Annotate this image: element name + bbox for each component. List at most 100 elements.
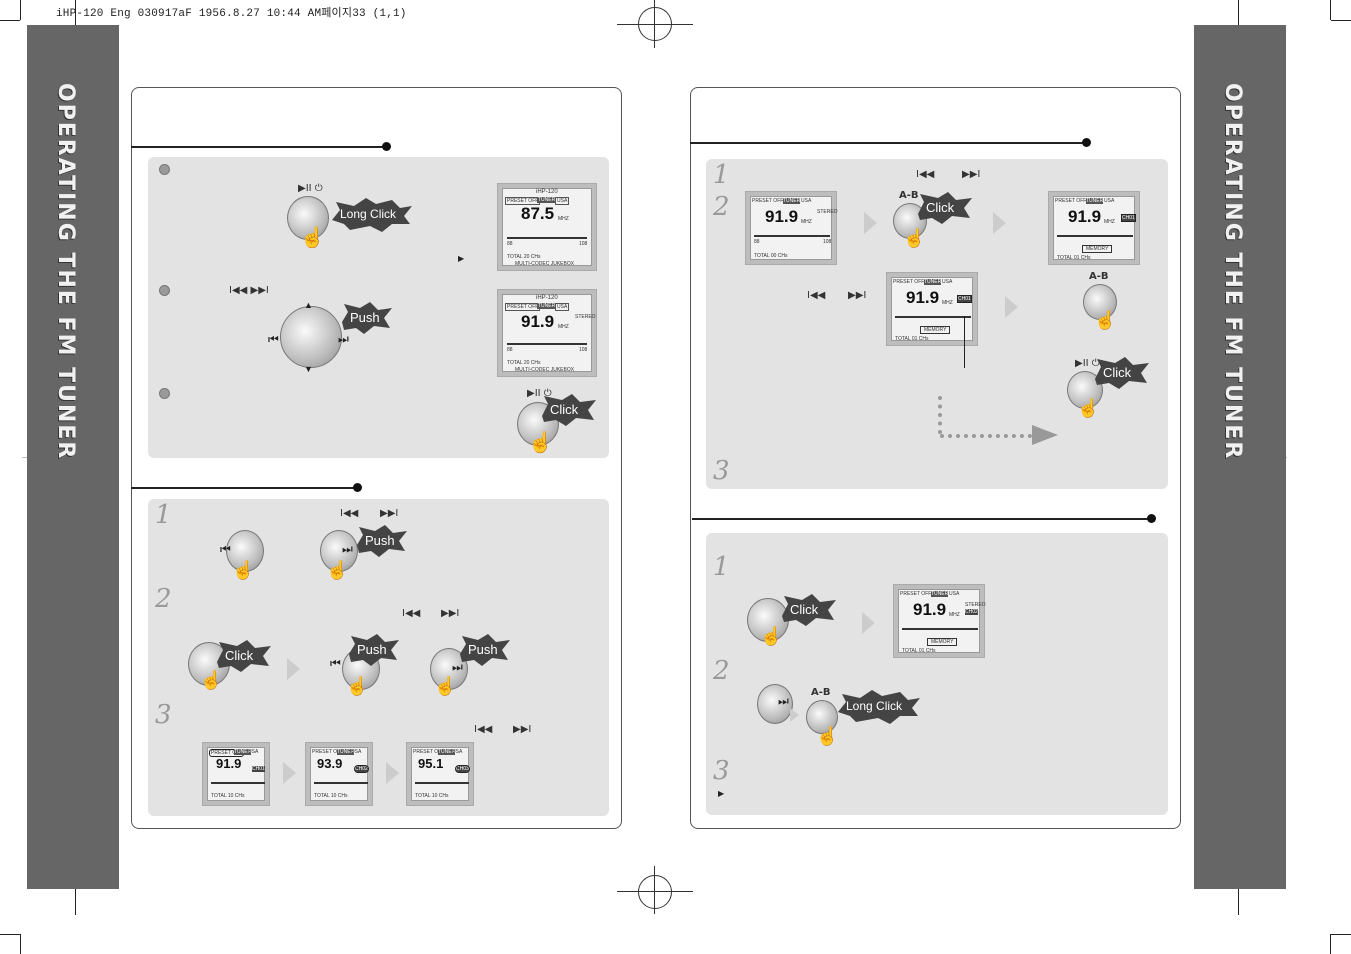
crop-mark [75,0,76,25]
ab-button-label: A-B [899,190,919,201]
lcd-screen: PRESET OFF TUNER USA 91.9 MHZ CH01 MEMOR… [886,272,978,346]
section-rule [690,142,1086,144]
step-arrow [864,212,877,234]
left-side-tab: OPERATING THE FM TUNER [27,25,119,889]
prev-button-label: I◀◀ [340,508,359,519]
play-power-button-label: ▶II ⏻ [298,183,323,194]
registration-mark [638,875,672,909]
long-click-burst: Long Click [836,690,920,724]
step-number: 3 [155,700,172,730]
crop-mark [1238,875,1239,915]
lcd-screen: PRESET OFF TUNER USA 95.1 CH03 TOTAL 10 … [406,742,474,806]
hand-icon: ☝ [232,560,255,580]
section-rule [131,146,385,148]
dotted-path [940,434,1032,438]
section-rule [131,487,357,489]
step-arrow [993,212,1006,234]
side-title: OPERATING THE FM TUNER [53,83,78,461]
hand-icon: ☝ [200,670,223,690]
section-box [706,533,1168,815]
prev-button-label: I◀◀ [807,290,826,301]
crop-mark [0,934,20,935]
arrow-marker: ▶ [718,789,725,798]
crop-mark [0,20,20,21]
prev-next-button-label: I◀◀ ▶▶I [229,285,269,296]
click-burst: Click [540,394,596,426]
arrow-marker: ▶ [458,254,465,263]
side-title: OPERATING THE FM TUNER [1220,83,1245,461]
section-rule-end [382,142,391,151]
crop-mark [75,875,76,915]
long-click-burst: Long Click [330,198,412,232]
push-burst: Push [340,302,392,334]
registration-mark [654,866,655,914]
ab-button-label: A-B [1089,271,1109,282]
next-button-label: ▶▶I [441,608,460,619]
step-bullet [159,164,170,175]
crop-mark [1331,20,1351,21]
crop-mark [1331,934,1351,935]
play-button[interactable] [287,196,329,240]
prev-button-label: I◀◀ [402,608,421,619]
hand-icon: ☝ [346,676,369,696]
click-burst: Click [1093,357,1149,389]
next-button-label: ▶▶I [380,508,399,519]
push-burst: Push [355,525,407,557]
right-side-tab: OPERATING THE FM TUNER [1194,25,1286,889]
step-arrow [862,612,875,634]
step-number: 2 [713,192,730,222]
lcd-screen: PRESET OFF TUNER USA STEREO 91.9 MHZ 88 … [745,191,838,265]
hand-icon: ☝ [528,432,553,454]
down-arrow-icon: ▼ [304,364,313,374]
registration-mark [617,891,693,892]
push-burst: Push [347,634,399,666]
ab-button[interactable] [1083,284,1117,320]
crop-mark [1330,934,1331,954]
section-rule-end [353,483,362,492]
registration-mark [617,24,693,25]
print-header: iHP-120 Eng 030917aF 1956.8.27 10:44 AM페… [56,8,407,20]
ab-button-label: A-B [811,687,831,698]
navigation-wheel[interactable] [280,306,342,368]
step-arrow [790,708,799,722]
prev-icon: ⏮ [220,542,231,556]
next-icon: ⏭ [452,660,463,674]
crop-mark [1238,0,1239,25]
click-burst: Click [916,192,972,224]
step-bullet [159,285,170,296]
lcd-screen: iHP-120 PRESET OFF TUNER USA STEREO 91.9… [497,289,597,377]
hand-icon: ☝ [816,726,839,746]
section-rule [692,518,1153,520]
click-burst: Click [215,640,271,672]
step-number: 1 [713,160,730,190]
hand-icon: ☝ [1094,310,1117,330]
play-button[interactable] [747,598,789,642]
lcd-screen: PRESET OFF TUNER USA 91.9 MHZ CH01 MEMOR… [1048,191,1140,265]
lcd-screen: PRESET OFF TUNER USA STEREO 91.9 MHZ CH0… [893,584,986,658]
step-number: 2 [155,584,172,614]
step-number: 1 [155,500,172,530]
prev-icon: ⏮ [268,332,279,346]
step-arrow [283,762,296,784]
step-number: 2 [713,656,730,686]
step-number: 3 [713,456,730,486]
prev-icon: ⏮ [330,656,341,670]
next-button-label: ▶▶I [848,290,867,301]
lcd-screen: PRESET OFF TUNER USA 93.9 CH02 TOTAL 10 … [305,742,373,806]
step-number: 3 [713,756,730,786]
next-button[interactable] [320,530,358,572]
next-icon: ⏭ [342,542,353,556]
prev-button[interactable] [226,530,264,572]
next-button[interactable] [757,684,793,724]
lcd-screen: PRESET OFF TUNER USA 91.9 CH01 TOTAL 10 … [202,742,270,806]
hand-icon: ☝ [326,560,349,580]
step-arrow [1005,296,1018,318]
lcd-screen: iHP-120 PRESET OFF TUNER USA 87.5 MHZ 88… [497,183,597,271]
crop-mark [20,0,21,20]
push-burst: Push [458,634,510,666]
ab-button[interactable] [806,700,838,734]
next-button-label: ▶▶I [962,169,981,180]
section-rule-end [1147,514,1156,523]
click-burst: Click [780,594,836,626]
next-icon: ⏭ [778,694,789,708]
